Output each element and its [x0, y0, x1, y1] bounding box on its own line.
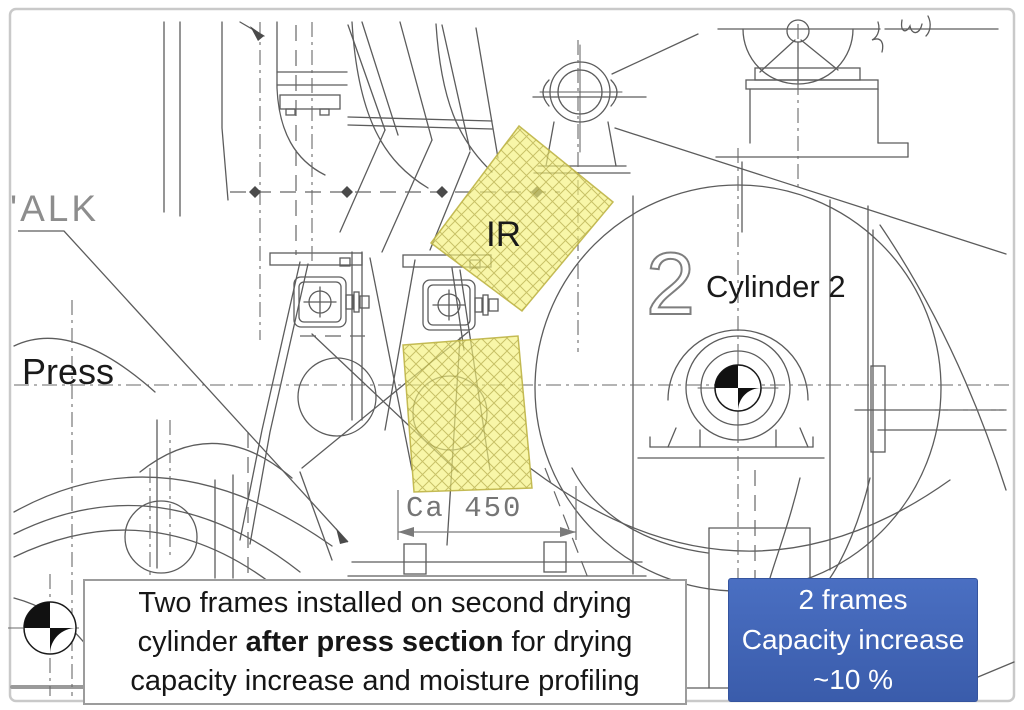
press-label: Press — [22, 351, 115, 392]
cog-target-cylinder — [714, 364, 762, 412]
caption-bold-phrase: after press section — [245, 625, 504, 658]
cylinder-number-outline: 2 — [646, 234, 695, 333]
caption-box: Two frames installed on second drying cy… — [83, 579, 687, 705]
wheel-pedestal — [715, 15, 999, 233]
mounting-pads — [293, 276, 499, 331]
callout-line-3: ~10 % — [812, 664, 894, 695]
leader-lines — [18, 26, 349, 544]
walkway-label: 'ALK — [10, 188, 99, 229]
capacity-callout-box: 2 frames Capacity increase ~10 % — [728, 578, 978, 702]
dimension-lines — [397, 486, 577, 540]
ir-frame-highlight-lower — [402, 335, 533, 493]
cylinder-label: Cylinder 2 — [706, 269, 846, 304]
center-frame — [239, 251, 709, 577]
cog-target-bottom-left — [23, 601, 77, 655]
dimension-label: Ca 450 — [406, 492, 523, 525]
flange-clamp — [532, 33, 1007, 255]
caption-line-3: capacity increase and moisture profiling — [130, 664, 640, 697]
top-left-structure — [163, 21, 348, 217]
ir-label: IR — [486, 215, 521, 254]
callout-line-1: 2 frames — [798, 584, 908, 615]
caption-line-1: Two frames installed on second drying — [138, 586, 632, 619]
hose-bundle — [339, 21, 499, 253]
callout-line-2: Capacity increase — [741, 624, 965, 655]
caption-line-2: cylinder after press section for drying — [137, 625, 633, 658]
cad-linework — [10, 15, 1015, 701]
ir-frame-highlight-upper — [429, 124, 615, 313]
